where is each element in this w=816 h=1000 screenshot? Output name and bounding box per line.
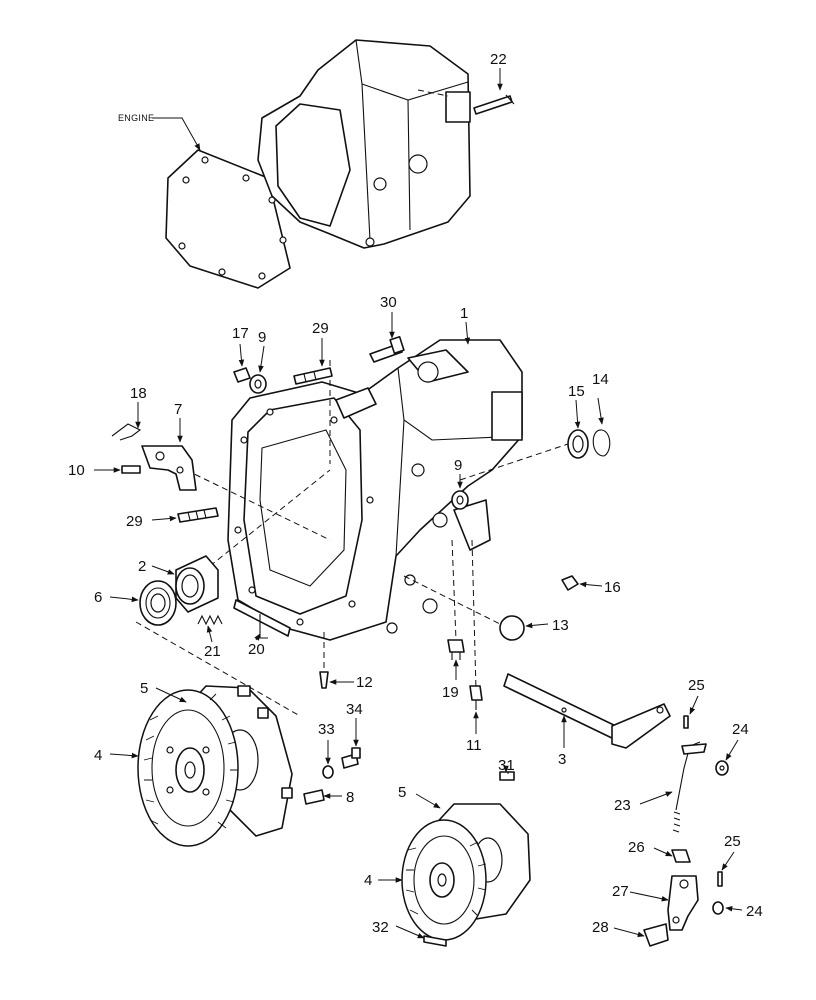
part-number-6: 6 xyxy=(94,589,102,606)
part-number-23: 23 xyxy=(614,797,631,814)
washer-24-lower xyxy=(712,901,724,915)
alignment-line-seal xyxy=(459,439,581,481)
alignment-line-drain xyxy=(451,539,457,641)
part-number-14: 14 xyxy=(592,371,609,388)
part-number-19: 19 xyxy=(442,684,459,701)
pin-10 xyxy=(121,465,141,474)
part-number-32: 32 xyxy=(372,919,389,936)
nut-26 xyxy=(671,849,691,863)
bolt-8 xyxy=(303,789,325,805)
part-number-4-left: 4 xyxy=(94,747,102,764)
engine-label: ENGINE xyxy=(118,113,154,123)
stud-29-top xyxy=(293,367,333,385)
seal-15 xyxy=(567,429,589,459)
part-number-9-right: 9 xyxy=(454,457,462,474)
alignment-line-shaft xyxy=(185,469,331,541)
pin-28 xyxy=(643,923,669,947)
part-number-12: 12 xyxy=(356,674,373,691)
valve-11 xyxy=(469,685,483,710)
transmission-housing xyxy=(227,339,523,641)
part-number-27: 27 xyxy=(612,883,629,900)
part-number-26: 26 xyxy=(628,839,645,856)
pin-25-upper xyxy=(683,715,689,729)
part-number-29-left: 29 xyxy=(126,513,143,530)
part-number-22: 22 xyxy=(490,51,507,68)
spring-clip-18 xyxy=(111,423,142,441)
part-number-30: 30 xyxy=(380,294,397,311)
pin-32 xyxy=(423,935,447,947)
leader-lines xyxy=(94,68,743,939)
part-number-20: 20 xyxy=(248,641,265,658)
spring-21 xyxy=(197,614,223,626)
part-number-24-lower: 24 xyxy=(746,903,763,920)
part-number-2: 2 xyxy=(138,558,146,575)
bolt-22 xyxy=(473,94,515,115)
part-number-33: 33 xyxy=(318,721,335,738)
part-number-29-top: 29 xyxy=(312,320,329,337)
part-number-8: 8 xyxy=(346,789,354,806)
release-bearing-carrier-2 xyxy=(175,555,219,613)
part-number-24-upper: 24 xyxy=(732,721,749,738)
nut-16 xyxy=(561,575,579,591)
part-number-7: 7 xyxy=(174,401,182,418)
part-number-5-left: 5 xyxy=(140,680,148,697)
bolt-34 xyxy=(341,747,361,769)
alignment-line-clutch xyxy=(135,621,301,717)
part-number-18: 18 xyxy=(130,385,147,402)
release-bearing-6 xyxy=(139,580,177,626)
part-number-13: 13 xyxy=(552,617,569,634)
nut-17 xyxy=(233,367,251,383)
clutch-disc-4-bottom xyxy=(401,819,487,941)
part-number-11: 11 xyxy=(466,737,482,754)
part-number-21: 21 xyxy=(204,643,221,660)
part-number-5-bottom: 5 xyxy=(398,784,406,801)
rod-23 xyxy=(672,741,707,833)
part-number-25-upper: 25 xyxy=(688,677,705,694)
part-number-16: 16 xyxy=(604,579,621,596)
alignment-line-release xyxy=(209,469,331,567)
bushing-9-top xyxy=(249,374,267,394)
part-number-9-top: 9 xyxy=(258,329,266,346)
pin-25-lower xyxy=(717,871,723,887)
cross-shaft-3 xyxy=(503,673,671,749)
part-number-10: 10 xyxy=(68,462,85,479)
alignment-line-valve xyxy=(471,539,477,691)
upper-clutch-housing xyxy=(257,39,471,249)
bolt-30 xyxy=(369,335,405,363)
part-number-15: 15 xyxy=(568,383,585,400)
clevis-27 xyxy=(667,875,699,931)
part-number-28: 28 xyxy=(592,919,609,936)
drain-plug-19 xyxy=(447,639,465,660)
part-number-31: 31 xyxy=(498,757,515,774)
part-number-25-lower: 25 xyxy=(724,833,741,850)
bushing-9-right xyxy=(451,490,469,510)
pin-12 xyxy=(319,671,329,689)
washer-24-upper xyxy=(715,760,729,776)
plug-13 xyxy=(499,615,525,641)
bolt-31 xyxy=(499,771,515,781)
clutch-disc-4-left xyxy=(137,689,239,847)
release-fork-7 xyxy=(141,445,197,491)
part-number-34: 34 xyxy=(346,701,363,718)
stud-29-left xyxy=(177,507,219,523)
part-number-1: 1 xyxy=(460,305,468,322)
washer-33 xyxy=(322,765,334,779)
part-number-4-bottom: 4 xyxy=(364,872,372,889)
snap-ring-14 xyxy=(592,429,611,457)
part-number-17: 17 xyxy=(232,325,249,342)
engine-adapter-plate xyxy=(165,149,291,289)
part-number-3: 3 xyxy=(558,751,566,768)
